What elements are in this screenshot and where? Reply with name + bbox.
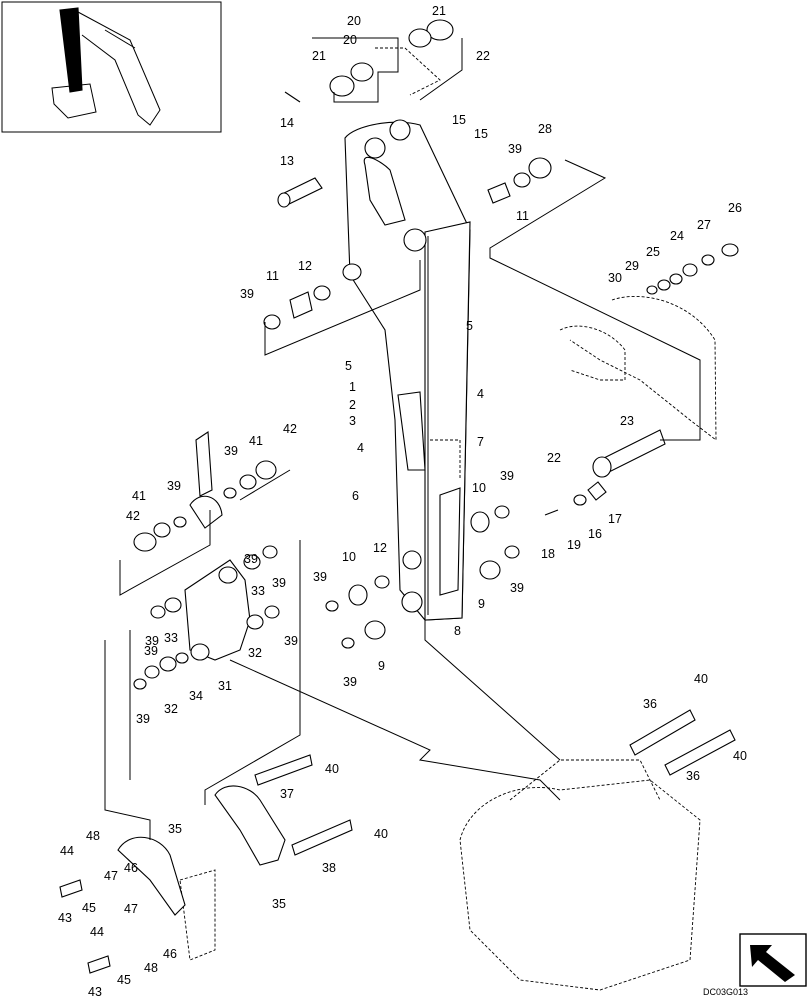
callout: 28: [538, 122, 552, 136]
callout: 10: [472, 481, 486, 495]
callout: 32: [248, 646, 262, 660]
callout: 41: [249, 434, 263, 448]
callout: 44: [90, 925, 104, 939]
callout: 9: [378, 659, 385, 673]
callout: 11: [266, 269, 279, 283]
group-brackets: [104, 37, 701, 840]
callout: 46: [163, 947, 177, 961]
callout: 20: [343, 33, 357, 47]
callout: 40: [325, 762, 339, 776]
callout-labels: 21 20 21 20 22 14 15 15 28 39 13 11 26 2…: [58, 4, 747, 999]
callout: 21: [312, 49, 326, 63]
callout: 17: [608, 512, 622, 526]
callout: 39: [272, 576, 286, 590]
callout: 20: [347, 14, 361, 28]
callout: 3: [349, 414, 356, 428]
callout: 5: [345, 359, 352, 373]
callout: 43: [88, 985, 102, 999]
callout: 39: [224, 444, 238, 458]
callout: 16: [588, 527, 602, 541]
boom-outline: [559, 295, 717, 441]
locator-inset: [1, 1, 222, 133]
callout: 39: [343, 675, 357, 689]
callout: 35: [272, 897, 286, 911]
callout: 44: [60, 844, 74, 858]
callout: 22: [476, 49, 490, 63]
callout: 6: [352, 489, 359, 503]
callout: 18: [541, 547, 555, 561]
callout: 24: [670, 229, 684, 243]
callout: 39: [240, 287, 254, 301]
callout: 42: [126, 509, 140, 523]
callout: 15: [452, 113, 466, 127]
arm-assembly: [344, 47, 471, 621]
callout: 40: [374, 827, 388, 841]
callout: 39: [145, 634, 159, 648]
callout: 46: [124, 861, 138, 875]
callout: 37: [280, 787, 294, 801]
callout: 34: [189, 689, 203, 703]
callout: 40: [694, 672, 708, 686]
callout: 19: [567, 538, 581, 552]
callout: 4: [357, 441, 364, 455]
callout: 32: [164, 702, 178, 716]
callout: 9: [478, 597, 485, 611]
callout: 47: [104, 869, 118, 883]
callout: 39: [510, 581, 524, 595]
callout: 39: [144, 644, 158, 658]
callout: 4: [477, 387, 484, 401]
callout: 38: [322, 861, 336, 875]
callout: 8: [454, 624, 461, 638]
callout: 29: [625, 259, 639, 273]
callout: 2: [349, 398, 356, 412]
callout: 27: [697, 218, 711, 232]
callout: 21: [432, 4, 446, 18]
callout: 7: [477, 435, 484, 449]
callout: 39: [500, 469, 514, 483]
callout: 39: [136, 712, 150, 726]
callout: 12: [373, 541, 387, 555]
callout: 30: [608, 271, 622, 285]
callout: 48: [86, 829, 100, 843]
callout: 39: [167, 479, 181, 493]
callout: 39: [244, 552, 258, 566]
callout: 39: [508, 142, 522, 156]
callout: 22: [547, 451, 561, 465]
callout: 39: [313, 570, 327, 584]
callout: 5: [466, 319, 473, 333]
callout: 10: [342, 550, 356, 564]
callout: 43: [58, 911, 72, 925]
callout: 45: [82, 901, 96, 915]
callout: 33: [164, 631, 178, 645]
drawing-code: DC03G013: [703, 987, 748, 997]
callout: 11: [516, 209, 529, 223]
callout: 39: [284, 634, 298, 648]
callout: 33: [251, 584, 265, 598]
callout: 45: [117, 973, 131, 987]
bucket-outline: [179, 759, 701, 991]
callout: 14: [280, 116, 294, 130]
callout: 40: [733, 749, 747, 763]
hardware-parts: [59, 19, 739, 974]
callout: 31: [218, 679, 232, 693]
callout: 36: [643, 697, 657, 711]
callout: 35: [168, 822, 182, 836]
callout: 12: [298, 259, 312, 273]
callout: 36: [686, 769, 700, 783]
callout: 41: [132, 489, 146, 503]
callout: 1: [349, 380, 356, 394]
callout: 23: [620, 414, 634, 428]
callout: 13: [280, 154, 294, 168]
callout: 25: [646, 245, 660, 259]
callout: 47: [124, 902, 138, 916]
callout: 48: [144, 961, 158, 975]
navigation-arrow-icon: [739, 933, 807, 987]
callout: 42: [283, 422, 297, 436]
callout: 15: [474, 127, 488, 141]
callout: 26: [728, 201, 742, 215]
